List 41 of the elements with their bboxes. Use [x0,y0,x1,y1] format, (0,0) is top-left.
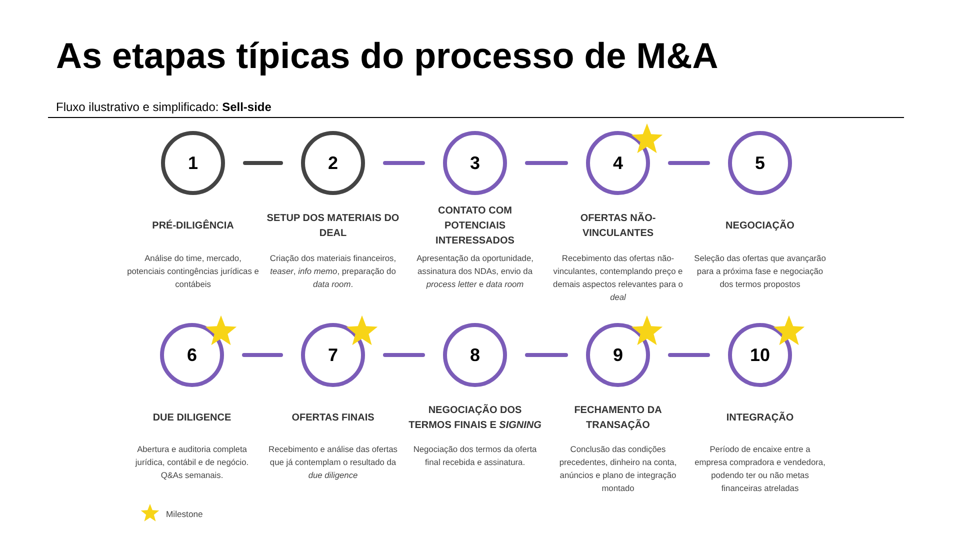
step-number: 2 [328,152,338,174]
step-number: 9 [612,344,623,366]
step-number: 1 [188,152,198,174]
step-description: Análise do time, mercado, potenciais contingências jurídicas e contábeis [127,252,259,291]
step-heading: DUE DILIGENCE [152,412,232,426]
step-description: Abertura e auditoria completa jurídica, contábil e de negócio. Q&As semanais. [134,443,250,482]
step-heading: OFERTAS FINAIS [290,412,376,426]
connector-line [525,161,568,165]
step-description: Conclusão das condições precedentes, dinheiro na conta, anúncios e plano de integração montado [558,443,678,495]
connector-line [383,353,425,357]
step-heading: FECHAMENTO DA TRANSAÇÃO [573,404,663,433]
step-heading: SETUP DOS MATERIAIS DO DEAL [266,212,400,241]
step-description: Período de encaixe entre a empresa compradora e vendedora, podendo ter ou não metas financeiras atreladas [694,443,826,495]
step-number: 4 [612,152,623,174]
step-heading: CONTATO COM POTENCIAIS INTERESSADOS [434,204,516,248]
step-number: 5 [754,152,765,174]
subtitle: Fluxo ilustrativo e simplificado: Sell-side [56,99,272,116]
step-description: Seleção das ofertas que avançarão para a próxima fase e negociação dos termos propostos [694,252,826,291]
connector-line [525,353,568,357]
step-heading: OFERTAS NÃO-VINCULANTES [579,211,657,241]
step-heading: NEGOCIAÇÃO DOS TERMOS FINAIS E SIGNING [408,403,542,433]
step-number: 7 [328,344,338,366]
step-heading: PRÉ-DILIGÊNCIA [151,218,235,234]
step-number: 10 [750,344,770,366]
step-description: Apresentação da oportunidade, assinatura dos NDAs, envio da process letter e data room [416,252,534,291]
step-number: 3 [470,152,480,174]
legend-label: Milestone [166,508,203,521]
step-description: Negociação dos termos da oferta final recebida e assinatura. [412,443,538,469]
step-description: Recebimento e análise das ofertas que já contemplam o resultado da due diligence [268,443,398,482]
connector-line [668,161,710,165]
step-description: Criação dos materiais financeiros, teaser, info memo, preparação do data room. [268,252,398,291]
connector-line [668,353,710,357]
step-heading: INTEGRAÇÃO [725,410,795,426]
connector-line [383,161,425,165]
step-heading: NEGOCIAÇÃO [724,218,796,234]
step-number: 6 [186,344,197,366]
connector-line [243,161,283,165]
step-description: Recebimento das ofertas não-vinculantes, contemplando preço e demais aspectos relevantes para o deal [552,252,684,304]
connector-line [242,353,283,357]
title: As etapas típicas do processo de M&A [56,34,718,78]
step-number: 8 [470,344,480,366]
